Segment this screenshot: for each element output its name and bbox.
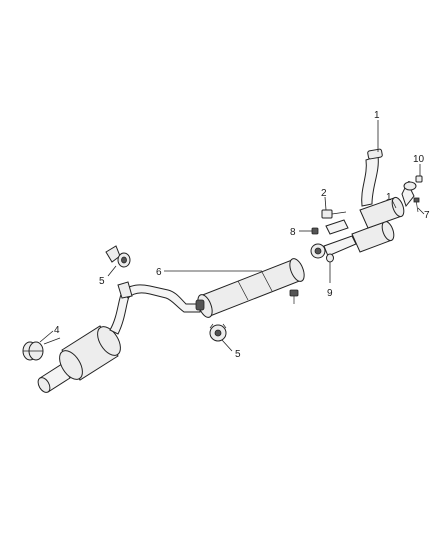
part-5-clamp-bottom bbox=[209, 323, 227, 342]
callout-5-left: 5 bbox=[99, 276, 105, 287]
part-9-nut bbox=[326, 253, 334, 263]
bolt-fastener bbox=[289, 289, 299, 304]
intermediate-pipe bbox=[121, 284, 201, 313]
callout-8: 8 bbox=[290, 227, 296, 238]
callout-10: 10 bbox=[413, 154, 425, 165]
callout-5-bottom: 5 bbox=[235, 349, 241, 360]
part-10-nut bbox=[415, 175, 423, 183]
part-4-clamp bbox=[22, 337, 61, 361]
leader-lines bbox=[39, 120, 425, 352]
part-5-clamp-left bbox=[105, 245, 133, 299]
part-6-muffler bbox=[195, 258, 305, 318]
callout-2: 2 bbox=[321, 188, 327, 199]
callout-1-mid: 1 bbox=[386, 192, 392, 203]
callout-4: 4 bbox=[54, 325, 60, 336]
callout-1-top: 1 bbox=[374, 110, 380, 121]
part-2-oxygen-sensor bbox=[321, 209, 347, 219]
callout-6: 6 bbox=[156, 267, 162, 278]
rear-muffler-assembly bbox=[37, 291, 131, 393]
front-pipe-assembly bbox=[310, 148, 417, 259]
part-7-stud bbox=[413, 197, 420, 213]
part-8-gasket bbox=[311, 227, 319, 235]
callout-9: 9 bbox=[327, 288, 333, 299]
callout-7: 7 bbox=[424, 210, 430, 221]
